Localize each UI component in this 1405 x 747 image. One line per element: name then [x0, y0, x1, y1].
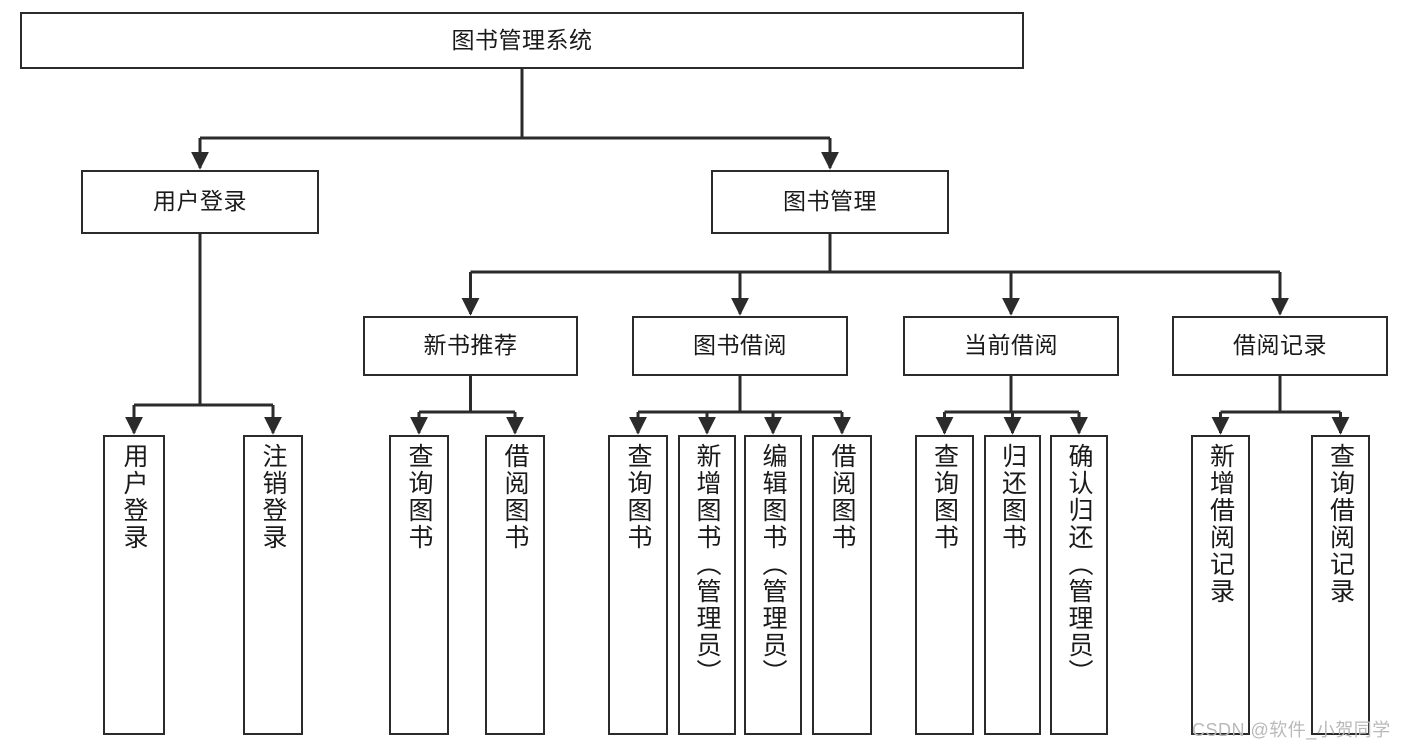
node-label: 借阅图书 [828, 443, 856, 551]
node-label: 借阅图书 [501, 443, 529, 551]
node-leaf-confirm-return[interactable]: 确认归还（管理员） [1050, 435, 1108, 735]
node-leaf-return-book[interactable]: 归还图书 [984, 435, 1041, 735]
node-leaf-query-borrow-record[interactable]: 查询借阅记录 [1311, 435, 1370, 735]
node-leaf-add-book[interactable]: 新增图书（管理员） [678, 435, 736, 735]
node-label: 查询图书 [930, 443, 959, 551]
node-leaf-add-borrow-record[interactable]: 新增借阅记录 [1191, 435, 1250, 735]
node-label: 查询图书 [624, 443, 652, 551]
csdn-watermark: CSDN @软件_小贺同学 [1192, 720, 1391, 740]
node-label: 图书管理 [783, 188, 877, 215]
node-label: 新书推荐 [423, 332, 518, 359]
node-label: 查询借阅记录 [1326, 443, 1355, 605]
node-current-borrow[interactable]: 当前借阅 [903, 316, 1119, 376]
node-new-book-rec[interactable]: 新书推荐 [363, 316, 578, 376]
node-label: 编辑图书（管理员） [759, 443, 787, 686]
node-label: 用户登录 [153, 188, 247, 215]
node-book-borrow[interactable]: 图书借阅 [632, 316, 848, 376]
node-label: 确认归还（管理员） [1065, 443, 1093, 686]
node-label: 用户登录 [120, 443, 148, 551]
node-book-manage[interactable]: 图书管理 [711, 170, 949, 234]
node-leaf-logout[interactable]: 注销登录 [243, 435, 303, 735]
node-leaf-borrow-book[interactable]: 借阅图书 [812, 435, 872, 735]
node-user-login[interactable]: 用户登录 [81, 170, 319, 234]
node-leaf-user-login[interactable]: 用户登录 [103, 435, 165, 735]
node-leaf-query-book-rec[interactable]: 查询图书 [389, 435, 449, 735]
node-label: 新增借阅记录 [1206, 443, 1235, 605]
node-borrow-record[interactable]: 借阅记录 [1172, 316, 1388, 376]
node-leaf-query-book-cur[interactable]: 查询图书 [915, 435, 974, 735]
node-label: 图书管理系统 [451, 26, 593, 53]
node-label: 图书借阅 [693, 332, 787, 359]
node-leaf-borrow-book-rec[interactable]: 借阅图书 [485, 435, 545, 735]
node-root[interactable]: 图书管理系统 [20, 12, 1024, 69]
node-label: 新增图书（管理员） [693, 443, 721, 686]
node-leaf-query-book-borrow[interactable]: 查询图书 [608, 435, 668, 735]
node-label: 借阅记录 [1233, 332, 1327, 359]
node-label: 注销登录 [259, 443, 287, 551]
node-label: 当前借阅 [964, 332, 1058, 359]
node-leaf-edit-book[interactable]: 编辑图书（管理员） [744, 435, 802, 735]
node-label: 归还图书 [998, 443, 1027, 551]
node-label: 查询图书 [405, 443, 433, 551]
